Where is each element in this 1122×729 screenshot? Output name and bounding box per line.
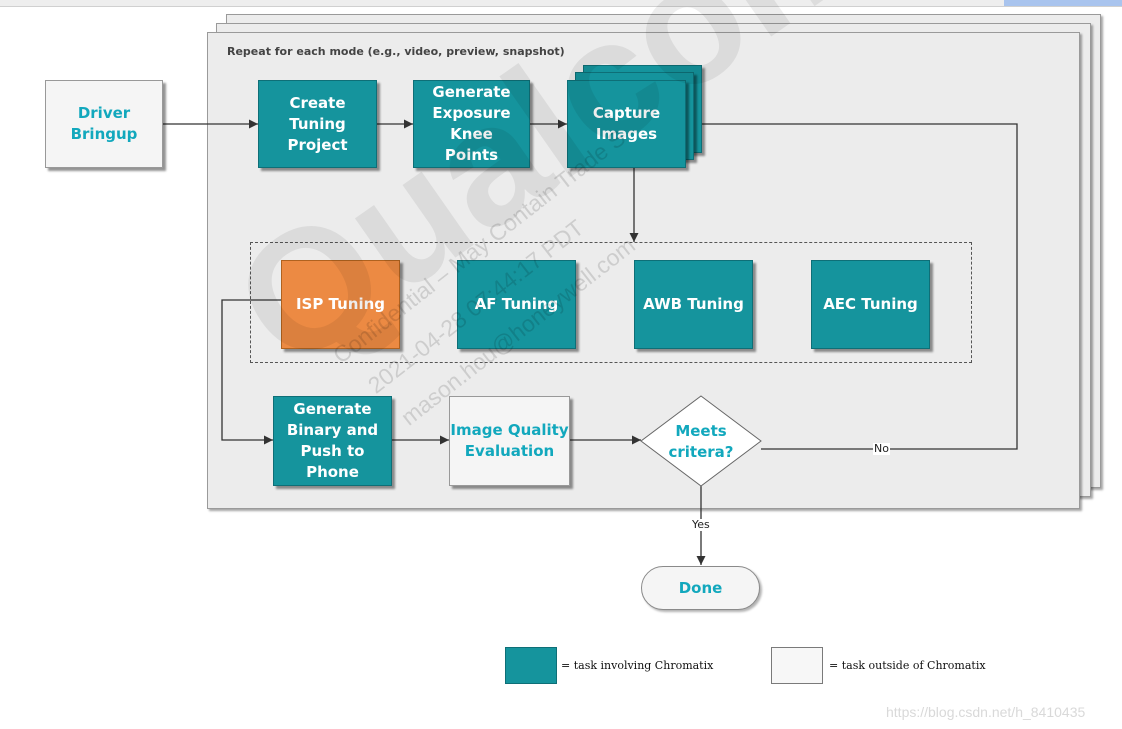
- label-line: Points: [444, 146, 499, 164]
- node-awb-tuning[interactable]: AWB Tuning: [634, 260, 753, 349]
- legend-swatch-chromatix: [505, 647, 557, 684]
- legend-swatch-outside: [771, 647, 823, 684]
- node-create-tuning-project-label: Create Tuning Project: [259, 93, 376, 156]
- node-aec-tuning[interactable]: AEC Tuning: [811, 260, 930, 349]
- legend-chromatix-text: = task involving Chromatix: [561, 659, 714, 672]
- node-generate-exposure-label: Generate Exposure Knee Points: [414, 82, 529, 166]
- node-awb-tuning-label: AWB Tuning: [643, 295, 744, 313]
- node-image-quality-label: Image Quality Evaluation: [450, 420, 568, 462]
- node-image-quality-evaluation[interactable]: Image Quality Evaluation: [449, 396, 570, 486]
- label-line: critera?: [668, 443, 734, 461]
- decision-diamond: [640, 395, 762, 487]
- node-generate-binary[interactable]: Generate Binary and Push to Phone: [273, 396, 392, 486]
- label-line: Meets: [675, 422, 727, 440]
- node-capture-images[interactable]: Capture Images: [567, 80, 686, 168]
- node-af-tuning-label: AF Tuning: [474, 295, 559, 313]
- node-generate-exposure-knee-points[interactable]: Generate Exposure Knee Points: [413, 80, 530, 168]
- repeat-group-label: Repeat for each mode (e.g., video, previ…: [227, 45, 565, 58]
- node-driver-bringup[interactable]: Driver Bringup: [45, 80, 163, 168]
- node-generate-binary-label: Generate Binary and Push to Phone: [274, 399, 391, 483]
- node-create-tuning-project[interactable]: Create Tuning Project: [258, 80, 377, 168]
- label-line: Image Quality: [450, 421, 569, 439]
- legend-outside-text: = task outside of Chromatix: [829, 659, 986, 672]
- node-isp-tuning-label: ISP Tuning: [295, 295, 386, 313]
- source-credit: https://blog.csdn.net/h_8410435: [886, 704, 1086, 720]
- window-top-bar: [0, 0, 1122, 7]
- label-line: Exposure Knee: [432, 104, 511, 143]
- label-line: Project: [287, 135, 348, 154]
- node-isp-tuning[interactable]: ISP Tuning: [281, 260, 400, 349]
- node-aec-tuning-label: AEC Tuning: [823, 295, 918, 313]
- edge-label-yes: Yes: [691, 518, 711, 531]
- label-line: Create Tuning: [289, 93, 346, 133]
- arrow-isp-to-binary: [221, 299, 281, 445]
- edge-label-no: No: [873, 442, 890, 455]
- label-line: Push to Phone: [300, 442, 365, 481]
- node-capture-images-label: Capture Images: [593, 103, 660, 145]
- label-line: Images: [595, 125, 658, 143]
- node-done[interactable]: Done: [641, 566, 760, 610]
- label-line: Capture: [592, 104, 661, 122]
- label-line: Binary and: [286, 421, 379, 439]
- node-driver-bringup-label: Driver Bringup: [70, 104, 138, 143]
- tuning-group-box: [250, 242, 972, 363]
- decision-meets-criteria-label[interactable]: Meets critera?: [640, 419, 762, 465]
- label-line: Generate: [293, 400, 372, 418]
- label-line: Generate: [432, 83, 511, 101]
- label-line: Evaluation: [464, 442, 555, 460]
- node-af-tuning[interactable]: AF Tuning: [457, 260, 576, 349]
- window-top-tab[interactable]: [1004, 0, 1122, 6]
